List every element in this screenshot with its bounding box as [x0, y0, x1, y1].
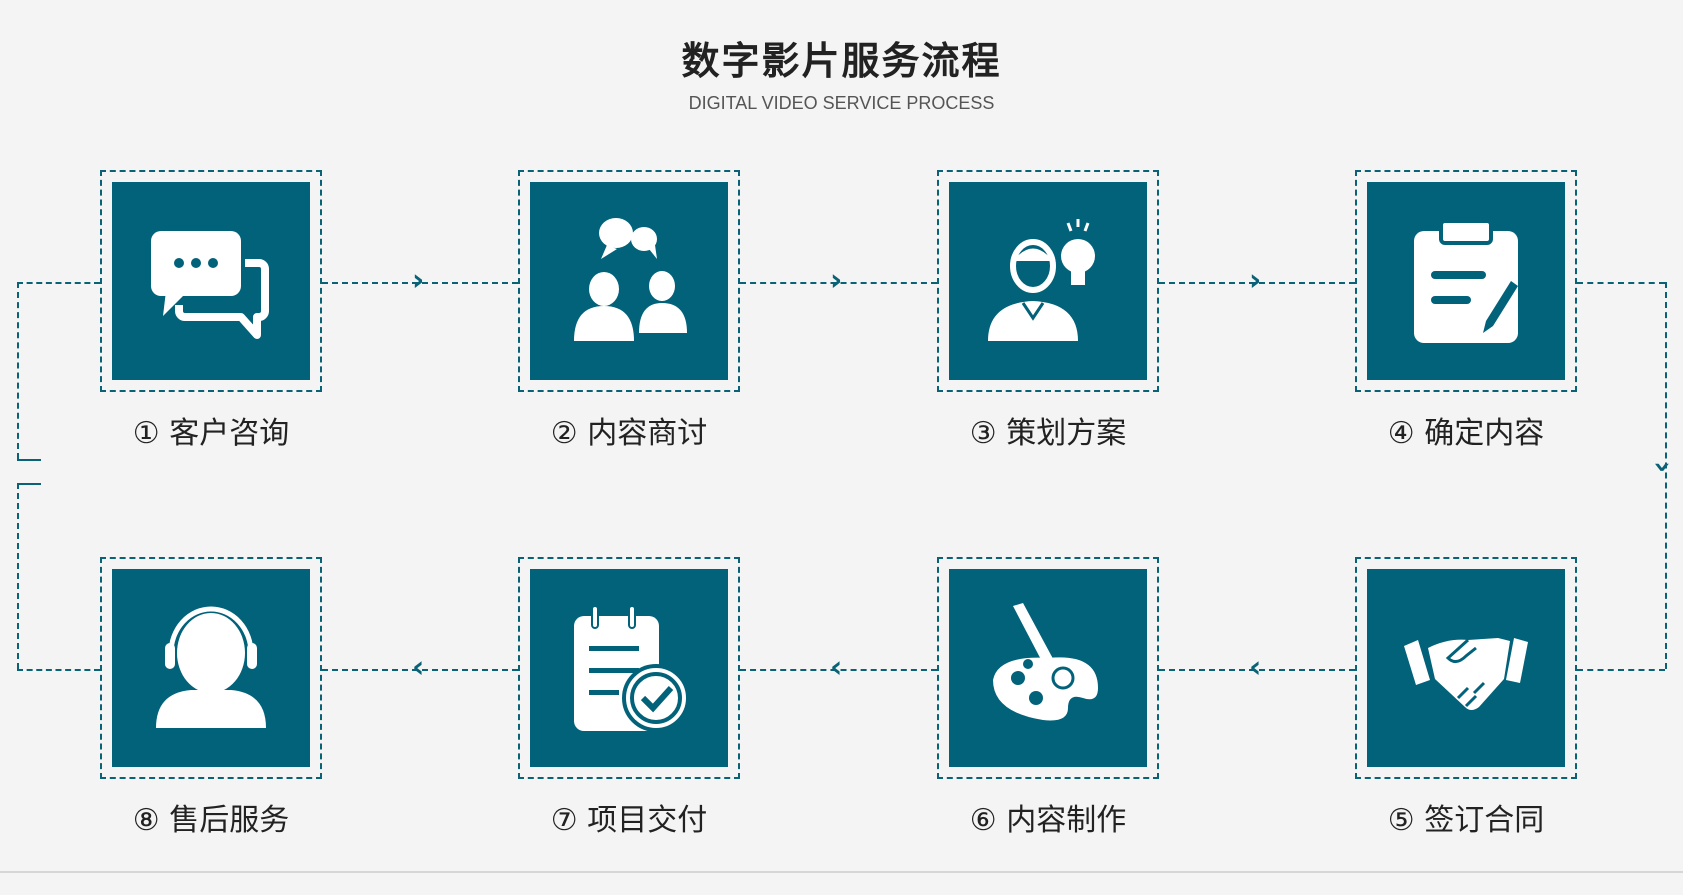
arrow-left-icon: ‹	[412, 650, 425, 685]
step-8	[100, 557, 322, 779]
page-subtitle: DIGITAL VIDEO SERVICE PROCESS	[688, 93, 995, 113]
arrow-right-icon: ›	[1249, 263, 1262, 298]
connector	[740, 669, 937, 671]
checklist-icon	[530, 569, 728, 767]
chat-bubbles-icon	[112, 182, 310, 380]
divider	[0, 871, 1683, 873]
palette-icon	[949, 569, 1147, 767]
step-6-label: ⑥ 内容制作	[969, 803, 1127, 838]
step-7	[518, 557, 740, 779]
connector	[1159, 282, 1355, 284]
connector	[17, 282, 19, 459]
step-6	[937, 557, 1159, 779]
connector	[1159, 669, 1355, 671]
connector	[1665, 282, 1667, 669]
person-idea-icon	[949, 182, 1147, 380]
connector	[740, 282, 937, 284]
connector	[17, 669, 100, 671]
step-2-label: ② 内容商讨	[550, 416, 708, 451]
people-discussion-icon	[530, 182, 728, 380]
step-5-label: ⑤ 签订合同	[1387, 803, 1545, 838]
step-3	[937, 170, 1159, 392]
step-2	[518, 170, 740, 392]
step-8-label: ⑧ 售后服务	[132, 803, 290, 838]
clipboard-edit-icon	[1367, 182, 1565, 380]
arrow-left-icon: ‹	[1249, 650, 1262, 685]
step-3-label: ③ 策划方案	[969, 416, 1127, 451]
arrow-right-icon: ›	[412, 263, 425, 298]
arrow-down-icon: ›	[1645, 460, 1681, 474]
connector	[17, 459, 41, 461]
arrow-right-icon: ›	[830, 263, 843, 298]
handshake-icon	[1367, 569, 1565, 767]
step-5	[1355, 557, 1577, 779]
step-7-label: ⑦ 项目交付	[550, 803, 708, 838]
connector	[17, 483, 41, 485]
page-title: 数字影片服务流程	[681, 39, 1002, 83]
connector	[17, 483, 19, 669]
step-4	[1355, 170, 1577, 392]
connector	[1577, 669, 1665, 671]
step-1	[100, 170, 322, 392]
arrow-left-icon: ‹	[830, 650, 843, 685]
connector	[322, 282, 518, 284]
step-4-label: ④ 确定内容	[1387, 416, 1545, 451]
connector	[322, 669, 518, 671]
headset-support-icon	[112, 569, 310, 767]
connector	[1577, 282, 1665, 284]
connector	[17, 282, 100, 284]
step-1-label: ① 客户咨询	[132, 416, 290, 451]
